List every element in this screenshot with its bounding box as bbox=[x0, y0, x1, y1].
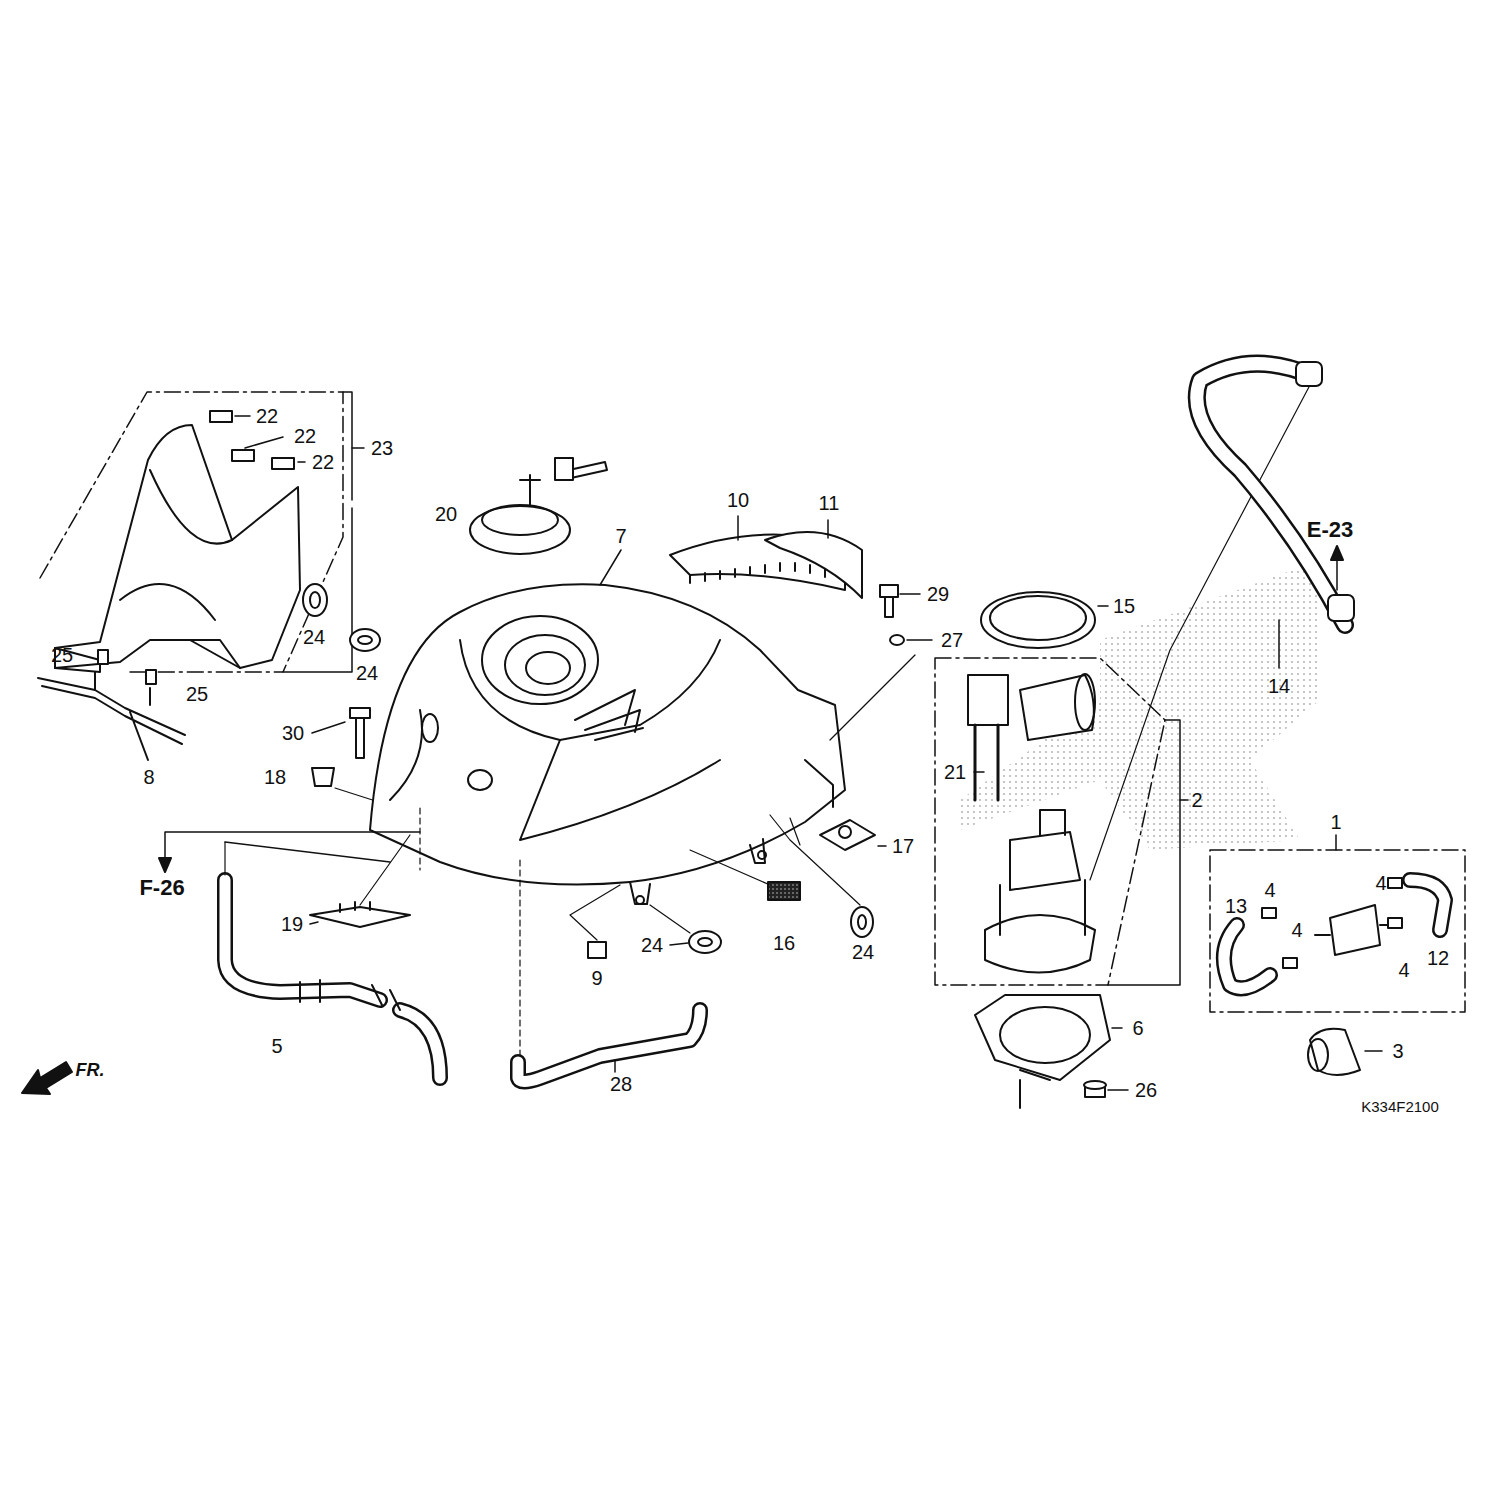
reference-label: F-26 bbox=[137, 876, 186, 900]
callout-number: 15 bbox=[1111, 595, 1137, 617]
callout-number: 20 bbox=[433, 503, 459, 525]
callout-number: 4 bbox=[1396, 959, 1411, 981]
callout-number: 13 bbox=[1223, 895, 1249, 917]
callout-number: 22 bbox=[254, 405, 280, 427]
callout-number: 4 bbox=[1289, 919, 1304, 941]
callout-number: 3 bbox=[1390, 1040, 1405, 1062]
callout-number: 10 bbox=[725, 489, 751, 511]
callout-number: 29 bbox=[925, 583, 951, 605]
callout-number: 27 bbox=[939, 629, 965, 651]
callout-number: 18 bbox=[262, 766, 288, 788]
callout-number: 26 bbox=[1133, 1079, 1159, 1101]
callout-number: 25 bbox=[184, 683, 210, 705]
callout-number: 19 bbox=[279, 913, 305, 935]
callout-number: 24 bbox=[301, 626, 327, 648]
callout-number: 9 bbox=[589, 967, 604, 989]
callout-number: 24 bbox=[354, 662, 380, 684]
callout-number: 21 bbox=[942, 761, 968, 783]
callout-number: 12 bbox=[1425, 947, 1451, 969]
callout-number: 25 bbox=[49, 644, 75, 666]
callout-number: 4 bbox=[1262, 879, 1277, 901]
callout-number: 11 bbox=[817, 492, 842, 514]
callout-number: 1 bbox=[1328, 811, 1343, 833]
callout-number: 17 bbox=[890, 835, 916, 857]
callout-number: 23 bbox=[369, 437, 395, 459]
reference-label: K334F2100 bbox=[1359, 1098, 1441, 1115]
callout-number: 30 bbox=[280, 722, 306, 744]
callout-number: 24 bbox=[850, 941, 876, 963]
callout-number: 5 bbox=[269, 1035, 284, 1057]
callout-number: 14 bbox=[1266, 675, 1292, 697]
reference-label: FR. bbox=[74, 1060, 107, 1080]
callout-number: 6 bbox=[1130, 1017, 1145, 1039]
callout-number: 2 bbox=[1189, 789, 1204, 811]
callout-number: 24 bbox=[639, 934, 665, 956]
callout-number: 22 bbox=[292, 425, 318, 447]
callout-number: 16 bbox=[771, 932, 797, 954]
callout-number: 28 bbox=[608, 1073, 634, 1095]
reference-label: E-23 bbox=[1305, 518, 1355, 542]
callout-number: 7 bbox=[613, 525, 628, 547]
callout-number: 22 bbox=[310, 451, 336, 473]
callout-number: 4 bbox=[1373, 872, 1388, 894]
callout-number: 8 bbox=[141, 766, 156, 788]
